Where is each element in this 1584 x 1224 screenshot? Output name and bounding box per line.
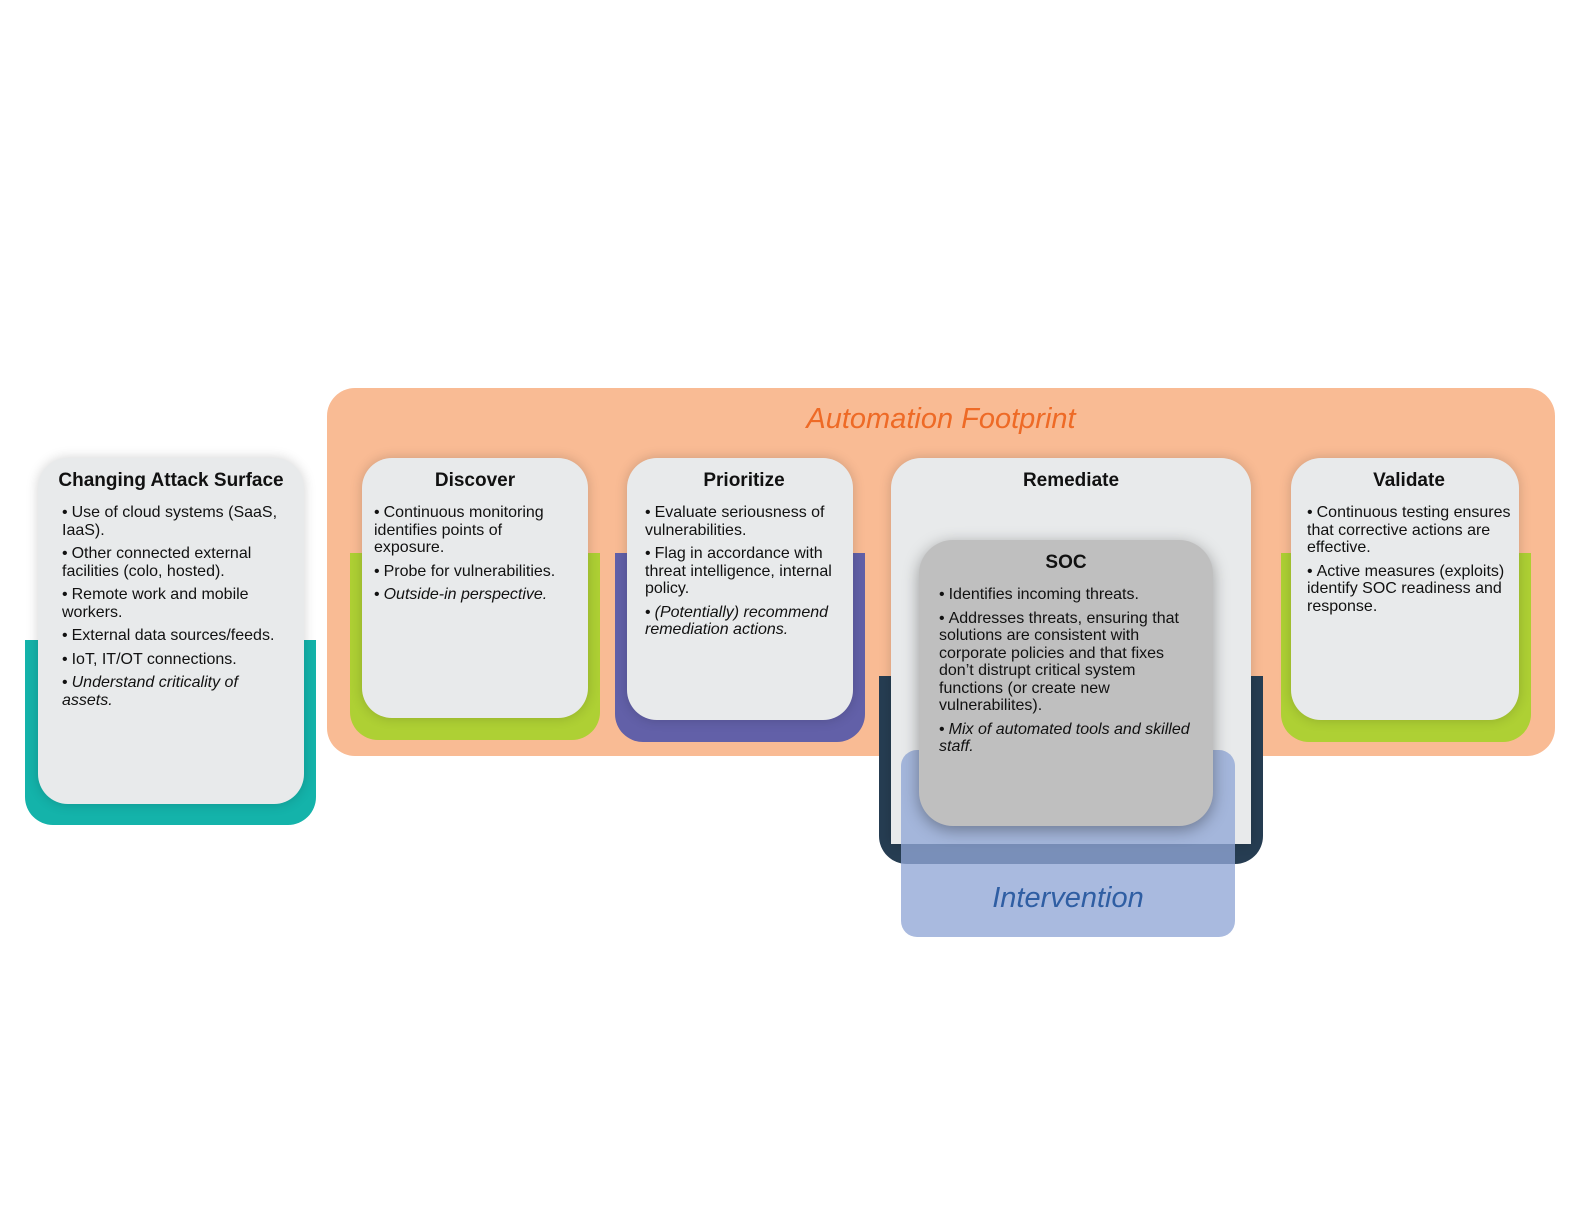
card-title: Discover (434, 470, 516, 491)
list-item: •IoT, IT/OT connections. (62, 651, 290, 669)
bullet-icon: • (939, 609, 945, 627)
intervention-title: Intervention (992, 882, 1144, 914)
bullet-list: •Continuous testing ensures that correct… (1307, 504, 1511, 615)
list-item: •Remote work and mobile workers. (62, 586, 290, 621)
list-item-text: Identifies incoming threats. (948, 586, 1139, 603)
list-item: •Mix of automated tools and skilled staf… (939, 721, 1203, 756)
bullet-icon: • (939, 720, 945, 738)
list-item-text: (Potentially) recommend remediation acti… (645, 603, 829, 639)
bullet-icon: • (645, 603, 651, 621)
list-item: •(Potentially) recommend remediation act… (645, 604, 843, 639)
attack-surface-card: Changing Attack Surface •Use of cloud sy… (38, 458, 304, 804)
card-title: Remediate (1022, 470, 1120, 491)
list-item: •Understand criticality of assets. (62, 674, 290, 709)
bullet-icon: • (62, 504, 68, 521)
prioritize-card: Prioritize •Evaluate seriousness of vuln… (627, 458, 853, 720)
list-item-text: Other connected external facilities (col… (62, 545, 252, 580)
bullet-icon: • (939, 586, 945, 603)
discover-card: Discover •Continuous monitoring identifi… (362, 458, 588, 718)
soc-card: SOC •Identifies incoming threats.•Addres… (919, 540, 1213, 826)
list-item: •External data sources/feeds. (62, 627, 290, 645)
list-item-text: External data sources/feeds. (71, 627, 275, 644)
bullet-list: •Identifies incoming threats.•Addresses … (939, 586, 1203, 756)
bullet-icon: • (645, 545, 651, 562)
list-item: •Other connected external facilities (co… (62, 545, 290, 580)
card-title: Changing Attack Surface (58, 470, 284, 491)
list-item-text: Evaluate seriousness of vulnerabilities. (645, 504, 825, 539)
list-item: •Flag in accordance with threat intellig… (645, 545, 843, 598)
list-item-text: Continuous testing ensures that correcti… (1307, 504, 1511, 556)
list-item: •Active measures (exploits) identify SOC… (1307, 563, 1511, 616)
list-item-text: Outside-in perspective. (383, 586, 548, 603)
list-item: •Probe for vulnerabilities. (374, 563, 576, 581)
list-item-text: Understand criticality of assets. (62, 674, 238, 709)
card-title: Prioritize (703, 470, 785, 491)
bullet-icon: • (374, 504, 380, 521)
list-item: •Continuous testing ensures that correct… (1307, 504, 1511, 557)
bullet-icon: • (62, 627, 68, 644)
card-title: SOC (1045, 552, 1087, 573)
list-item-text: Probe for vulnerabilities. (383, 562, 556, 580)
list-item-text: Active measures (exploits) identify SOC … (1307, 562, 1505, 615)
list-item: •Identifies incoming threats. (939, 586, 1203, 604)
list-item: •Addresses threats, ensuring that soluti… (939, 610, 1203, 715)
list-item: •Continuous monitoring identifies points… (374, 504, 576, 557)
bullet-icon: • (62, 674, 68, 691)
bullet-icon: • (62, 650, 68, 668)
list-item-text: IoT, IT/OT connections. (71, 650, 237, 668)
list-item-text: Flag in accordance with threat intellige… (645, 545, 832, 597)
bullet-icon: • (374, 562, 380, 580)
list-item: •Evaluate seriousness of vulnerabilities… (645, 504, 843, 539)
automation-footprint-title: Automation Footprint (806, 403, 1076, 435)
bullet-list: •Continuous monitoring identifies points… (374, 504, 576, 604)
bullet-icon: • (1307, 562, 1313, 580)
bullet-icon: • (1307, 504, 1313, 521)
bullet-icon: • (645, 504, 651, 521)
bullet-list: •Use of cloud systems (SaaS, IaaS).•Othe… (62, 504, 290, 709)
list-item-text: Use of cloud systems (SaaS, IaaS). (62, 504, 278, 539)
bullet-list: •Evaluate seriousness of vulnerabilities… (645, 504, 843, 639)
bullet-icon: • (374, 586, 380, 603)
bullet-icon: • (62, 586, 68, 603)
card-title: Validate (1373, 470, 1445, 491)
list-item-text: Addresses threats, ensuring that solutio… (939, 609, 1179, 715)
list-item-text: Mix of automated tools and skilled staff… (939, 720, 1190, 756)
list-item-text: Continuous monitoring identifies points … (374, 504, 544, 556)
list-item: •Use of cloud systems (SaaS, IaaS). (62, 504, 290, 539)
list-item: •Outside-in perspective. (374, 586, 576, 604)
list-item-text: Remote work and mobile workers. (62, 586, 249, 621)
bullet-icon: • (62, 545, 68, 562)
validate-card: Validate •Continuous testing ensures tha… (1291, 458, 1519, 720)
